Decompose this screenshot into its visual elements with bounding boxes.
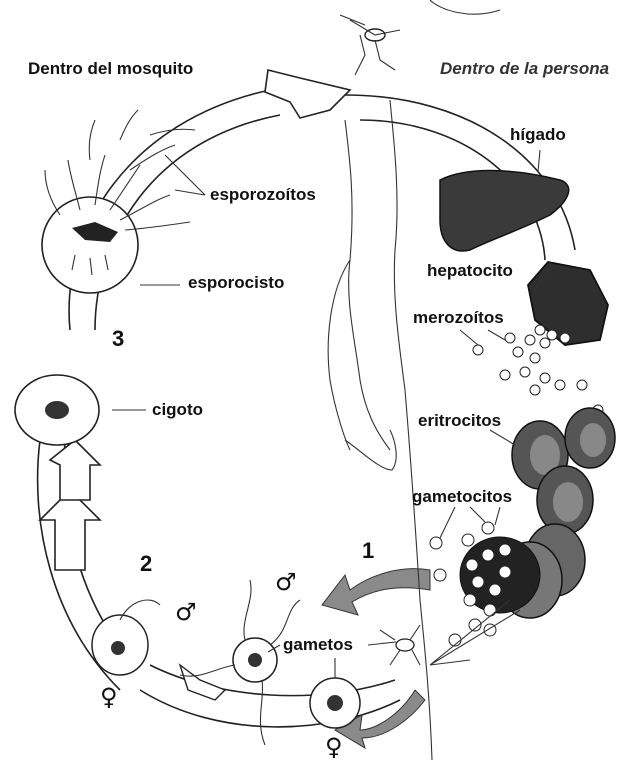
male-gametes-cell [180,580,300,745]
female-symbol-1: ♀ [100,683,118,711]
left-lower-up-arrow [50,440,100,500]
label-eritrocitos: eritrocitos [418,411,501,430]
liver-shape [440,171,569,251]
stage-3: 3 [112,326,124,351]
top-arrow [265,70,350,118]
male-symbol-1: ♂ [175,598,197,626]
stage-1: 1 [362,538,374,563]
left-up-arrow [40,490,100,570]
label-gametos: gametos [283,635,353,654]
male-symbol-2: ♂ [275,568,297,596]
zygote-cell [15,375,99,445]
ookinete-female-cell [92,600,160,675]
small-mosquito-icon [380,625,420,665]
label-higado: hígado [510,125,566,144]
gametocyte-arrow [322,569,430,615]
label-merozoitos: merozoítos [413,308,504,327]
label-hepatocito: hepatocito [427,261,513,280]
sporocyst-cell [42,197,138,293]
stage-2: 2 [140,551,152,576]
label-esporozoitos: esporozoítos [210,185,316,204]
header-mosquito: Dentro del mosquito [28,59,193,78]
header-person: Dentro de la persona [440,59,609,78]
female-gamete-cell [310,678,360,728]
lower-right-arrow [180,665,225,700]
gametocytes [430,522,540,646]
female-symbol-2: ♀ [325,733,343,761]
mosquito-icon [340,15,400,75]
label-gametocitos: gametocitos [412,487,512,506]
label-cigoto: cigoto [152,400,203,419]
label-esporocisto: esporocisto [188,273,284,292]
